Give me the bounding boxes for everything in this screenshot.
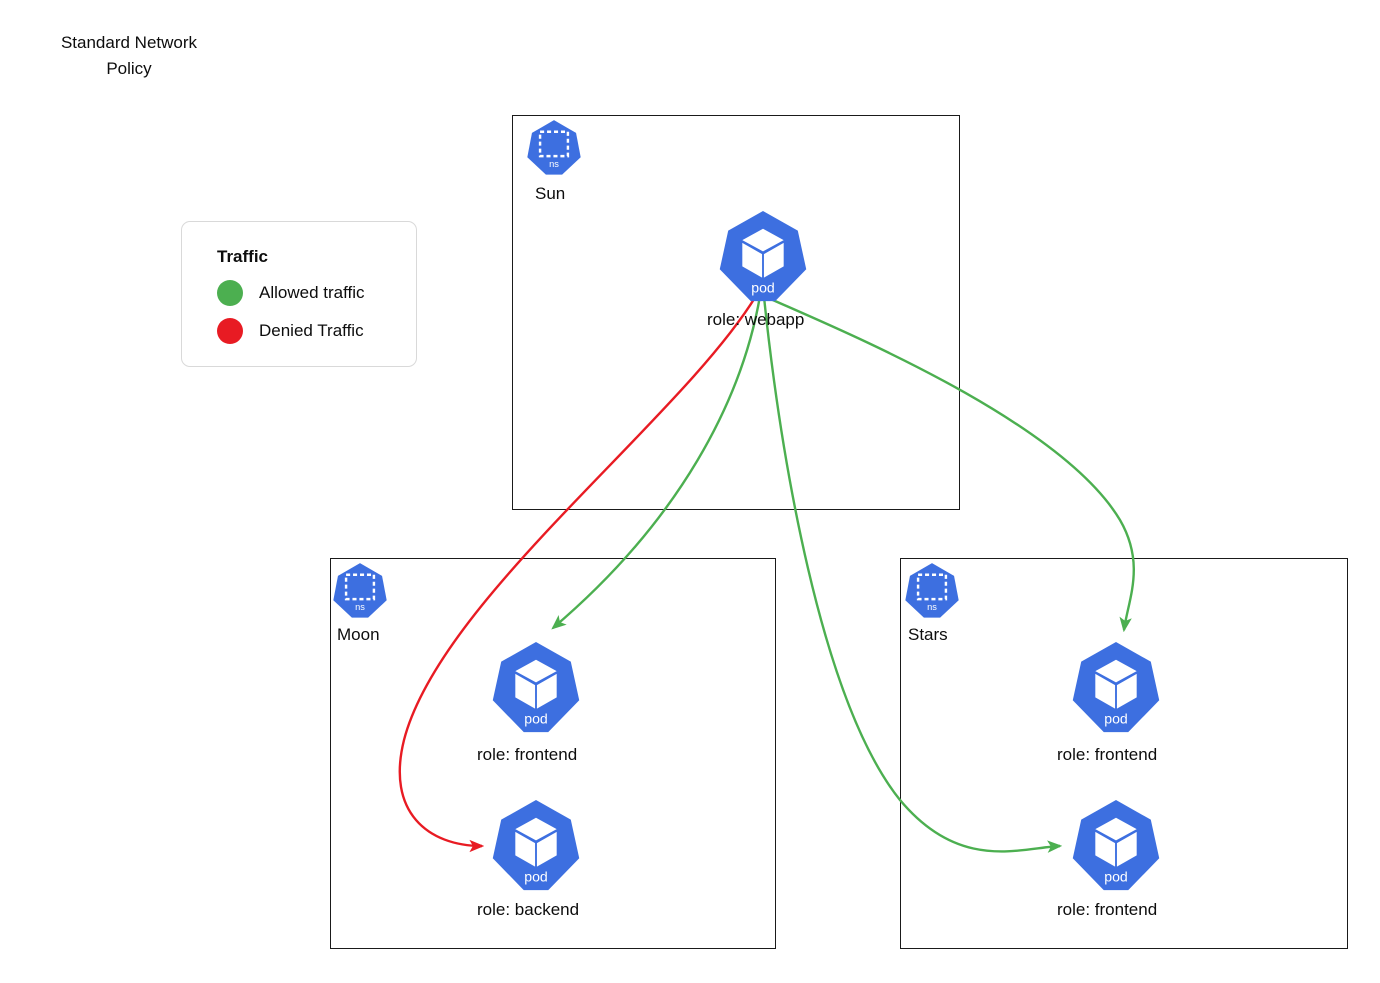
pod-icon-label-webapp: pod xyxy=(751,280,775,296)
legend-item-denied-label: Denied Traffic xyxy=(259,321,364,340)
pod-icon-webapp: pod xyxy=(719,210,807,302)
legend-heading: Traffic xyxy=(217,247,269,266)
legend-item-allowed-label: Allowed traffic xyxy=(259,283,365,302)
namespace-icon-stars: ns xyxy=(905,563,959,618)
namespace-icon-label-stars: ns xyxy=(927,602,937,612)
pod-icon-stars-frontend-top: pod xyxy=(1072,641,1160,733)
namespace-name-sun: Sun xyxy=(535,184,566,203)
namespace-icon-label-sun: ns xyxy=(549,159,559,169)
pod-icon-moon-frontend: pod xyxy=(492,641,580,733)
pod-icon-moon-backend: pod xyxy=(492,799,580,891)
legend-panel: Traffic Allowed traffic Denied Traffic xyxy=(181,221,417,367)
pod-label-moon-frontend: role: frontend xyxy=(477,745,578,764)
denied-traffic-dot-icon xyxy=(217,318,243,344)
legend-item-allowed: Allowed traffic xyxy=(217,280,365,306)
pod-label-moon-backend: role: backend xyxy=(477,900,580,919)
pod-icon-label-moon-backend: pod xyxy=(524,869,548,885)
pod-icon-label-moon-frontend: pod xyxy=(524,711,548,727)
namespace-name-moon: Moon xyxy=(337,625,380,644)
pod-icon-label-stars-frontend-bottom: pod xyxy=(1104,869,1128,885)
pod-icon-stars-frontend-bottom: pod xyxy=(1072,799,1160,891)
namespace-icon-sun: ns xyxy=(527,120,581,175)
pod-label-stars-frontend-bottom: role: frontend xyxy=(1057,900,1158,919)
namespace-name-stars: Stars xyxy=(908,625,948,644)
legend-item-denied: Denied Traffic xyxy=(217,318,364,344)
pod-label-stars-frontend-top: role: frontend xyxy=(1057,745,1158,764)
namespace-icon-label-moon: ns xyxy=(355,602,365,612)
page-title: Standard Network Policy xyxy=(60,33,198,78)
allowed-traffic-dot-icon xyxy=(217,280,243,306)
pod-label-webapp: role: webapp xyxy=(707,310,805,329)
pod-icon-label-stars-frontend-top: pod xyxy=(1104,711,1128,727)
namespace-icon-moon: ns xyxy=(333,563,387,618)
